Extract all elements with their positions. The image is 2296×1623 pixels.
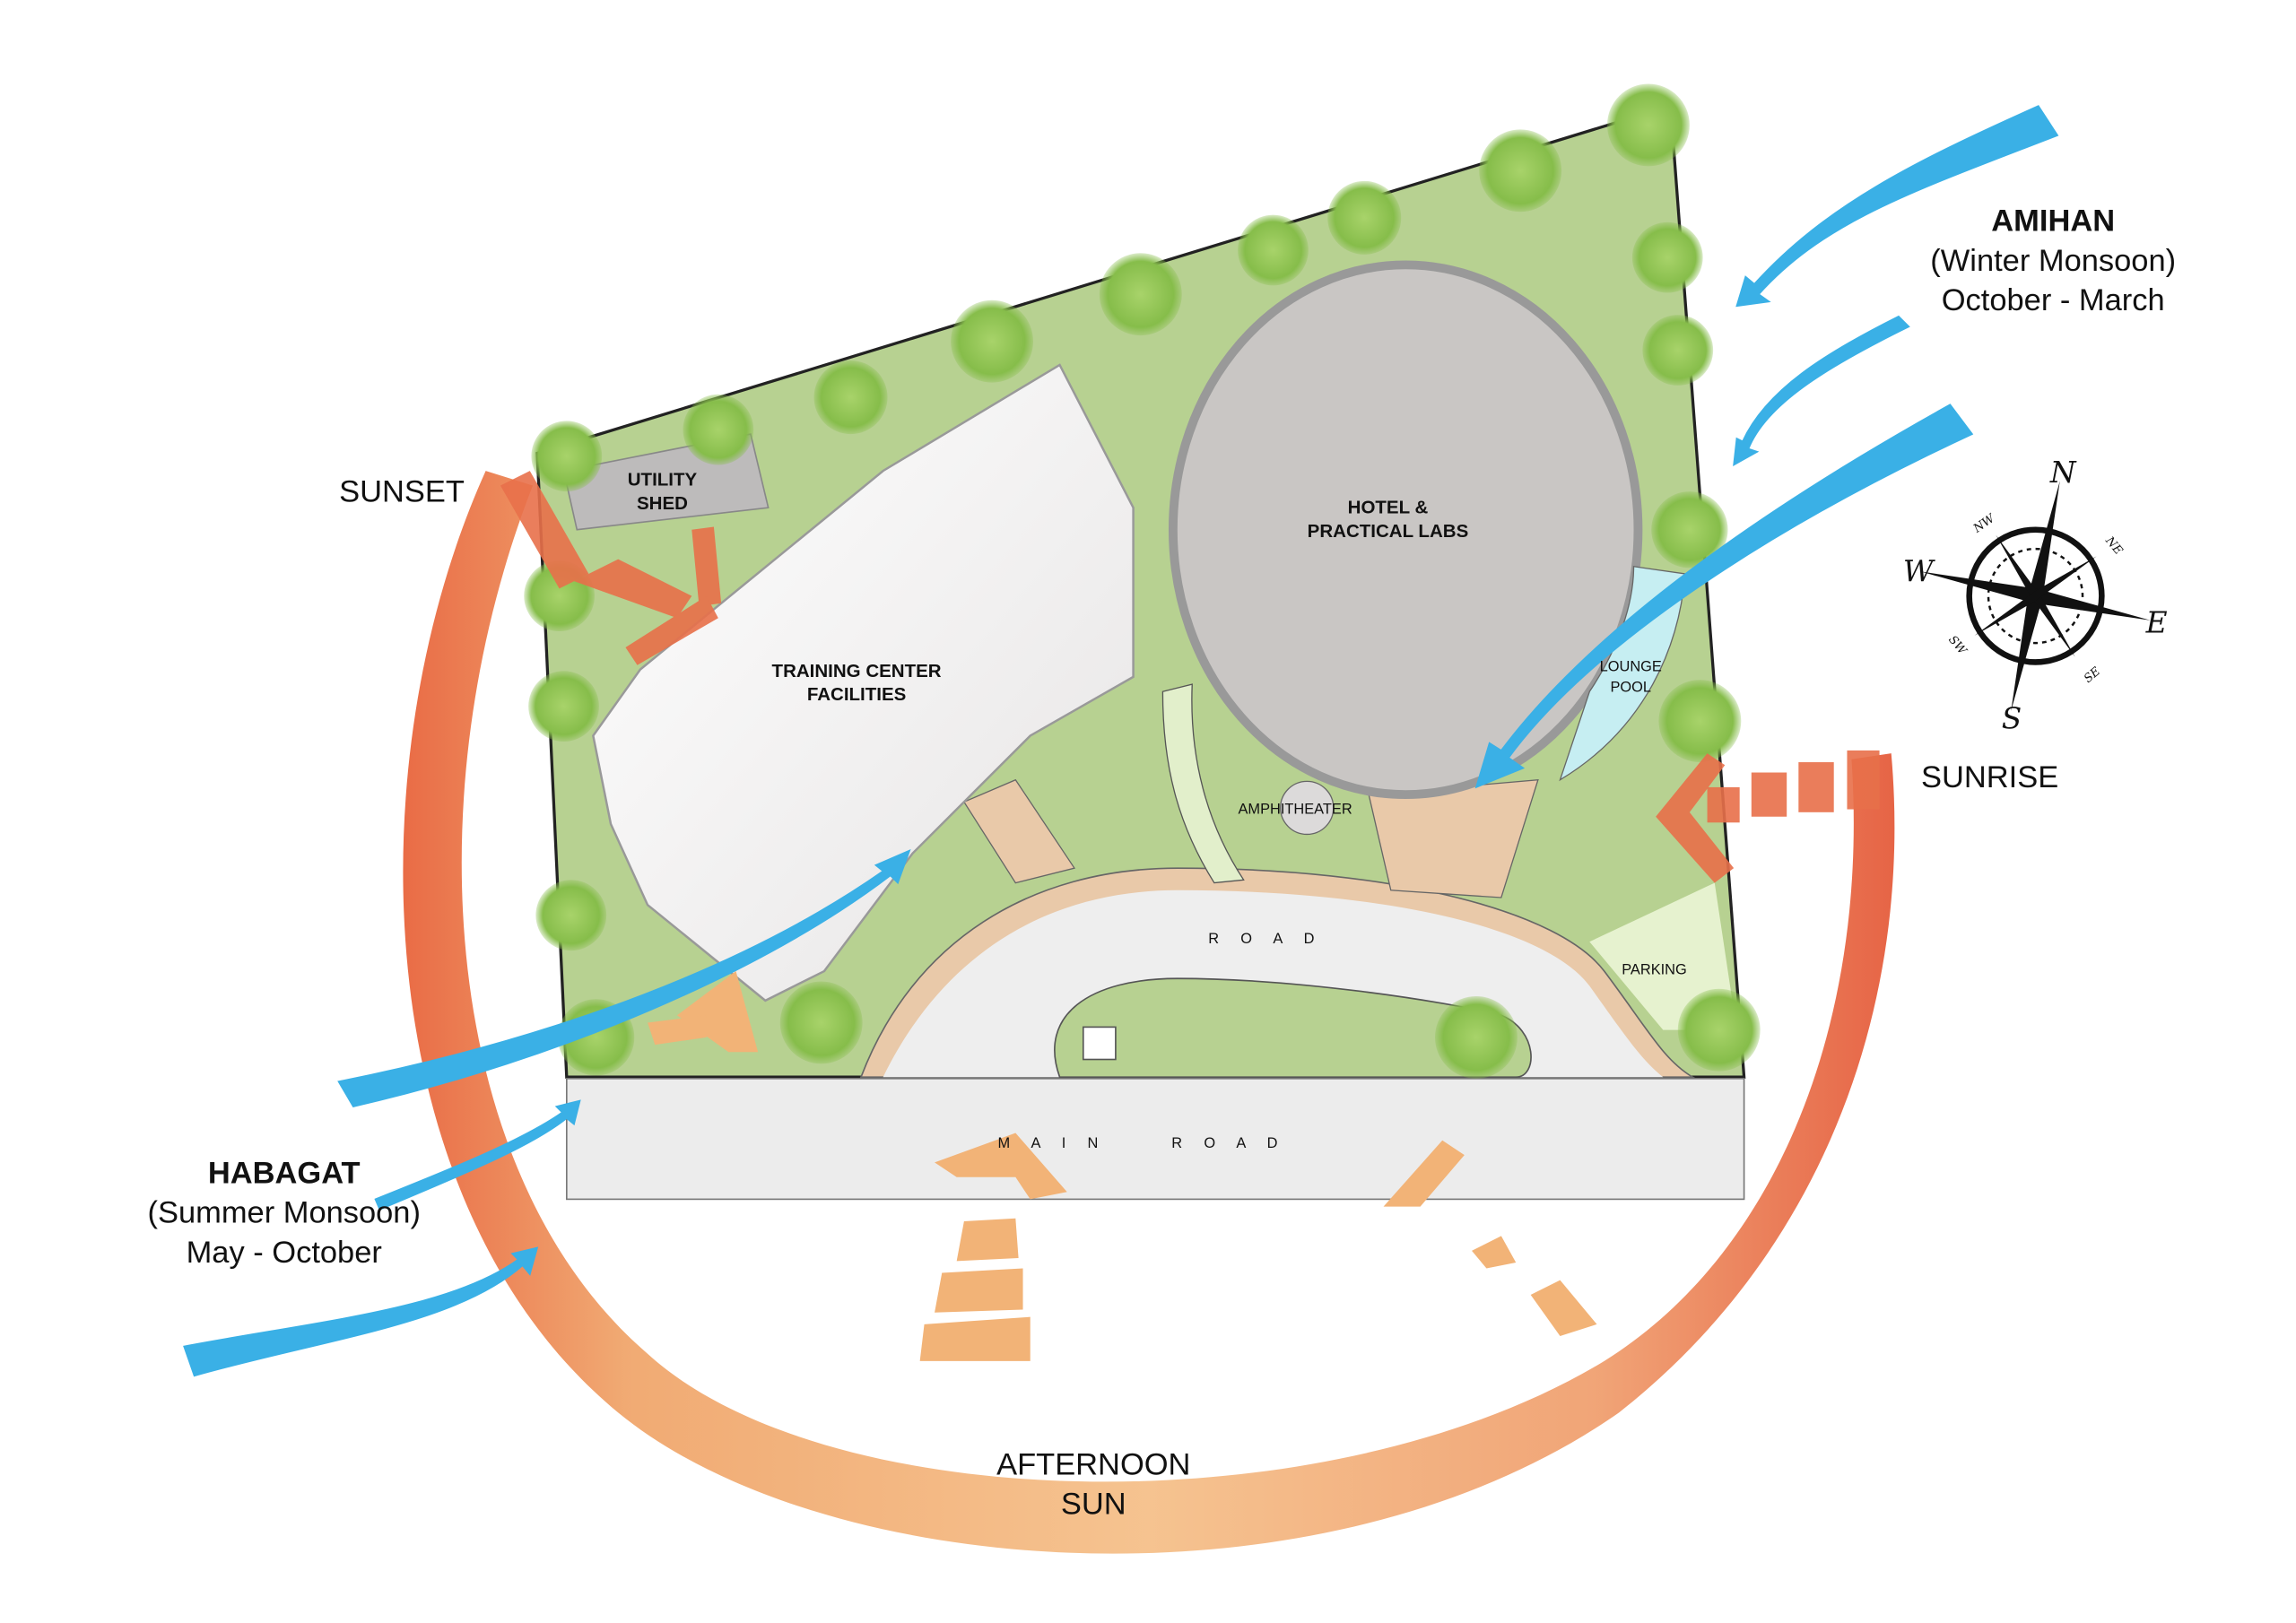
hotel-building [1168, 260, 1643, 800]
kiosk [1082, 1026, 1117, 1061]
wind-arrows [183, 105, 2059, 1377]
tree-icon [1327, 180, 1402, 255]
training-center-label-1: TRAINING CENTER [772, 661, 942, 681]
tree-icon [1606, 83, 1690, 167]
tree-icon [1677, 988, 1761, 1072]
afternoon-sun-label-1: AFTERNOON [996, 1447, 1190, 1481]
lounge-pool-label-1: LOUNGE [1600, 658, 1662, 674]
parking-label: PARKING [1622, 961, 1687, 977]
compass-se: SE [2082, 664, 2103, 686]
amihan-wind-arrow [1735, 105, 2059, 308]
walkway [962, 778, 1076, 884]
amihan-title: AMIHAN [1991, 204, 2115, 239]
compass-ne: NE [2102, 534, 2126, 558]
sunset-arrow [500, 471, 722, 665]
compass-sw: SW [1945, 633, 1970, 658]
lounge-pool-label-2: POOL [1610, 679, 1651, 695]
compass-s: S [2002, 701, 2022, 735]
amihan-wind-arrow-3 [1474, 404, 1974, 789]
tree-icon [1099, 253, 1182, 336]
amihan-wind-arrow-2 [1733, 315, 1910, 467]
compass-rose-icon [1920, 481, 2151, 712]
compass-nw: NW [1970, 511, 1998, 536]
median-lawn [1054, 977, 1532, 1079]
hotel-label-2: PRACTICAL LABS [1308, 521, 1469, 542]
lounge-pool [1559, 566, 1686, 782]
sunset-label: SUNSET [339, 475, 465, 509]
tree-icon [1642, 315, 1714, 386]
tree-icon [1238, 214, 1309, 286]
habagat-season: (Summer Monsoon) [148, 1196, 421, 1230]
tree-icon [535, 880, 607, 951]
compass-w: W [1903, 554, 1935, 588]
training-center-building [592, 363, 1135, 1002]
tree-icon [531, 421, 603, 492]
trees [524, 83, 1761, 1079]
habagat-wind-arrow [337, 848, 911, 1107]
habagat-title: HABAGAT [208, 1156, 361, 1190]
parking-area [1589, 882, 1737, 1030]
road-label: R O A D [1208, 931, 1323, 947]
training-center-label-2: FACILITIES [807, 684, 906, 705]
habagat-wind-arrow-3 [183, 1246, 539, 1377]
utility-shed-label-1: UTILITY [628, 470, 698, 490]
main-road-label: M A I N R O A D [997, 1135, 1286, 1151]
amphitheater-label: AMPHITHEATER [1239, 801, 1352, 817]
tree-icon [1658, 680, 1742, 763]
utility-shed-label-2: SHED [637, 493, 688, 514]
afternoon-sun-label-2: SUN [1061, 1488, 1126, 1522]
compass-n: N [2049, 456, 2077, 490]
tree-icon [951, 299, 1034, 383]
habagat-wind-arrow-2 [374, 1099, 581, 1211]
compass-e: E [2145, 606, 2168, 640]
habagat-months: May - October [187, 1236, 382, 1270]
sunrise-arrow [1656, 750, 1880, 883]
amphitheater-steps [1161, 683, 1245, 884]
tree-icon [779, 981, 863, 1064]
afternoon-sun-arrows [648, 971, 1597, 1361]
main-road [565, 1078, 1745, 1201]
amihan-season: (Winter Monsoon) [1930, 244, 2176, 278]
hotel-label-1: HOTEL & [1348, 498, 1429, 518]
tree-icon [1479, 129, 1562, 213]
amphitheater-stage [1280, 780, 1335, 836]
tree-icon [528, 671, 599, 742]
amihan-months: October - March [1942, 283, 2165, 317]
sunrise-label: SUNRISE [1921, 760, 2058, 794]
tree-icon [813, 360, 888, 435]
tree-icon [683, 394, 754, 465]
tree-icon [1434, 995, 1518, 1079]
tree-icon [1651, 491, 1728, 568]
tree-icon [1631, 221, 1703, 293]
